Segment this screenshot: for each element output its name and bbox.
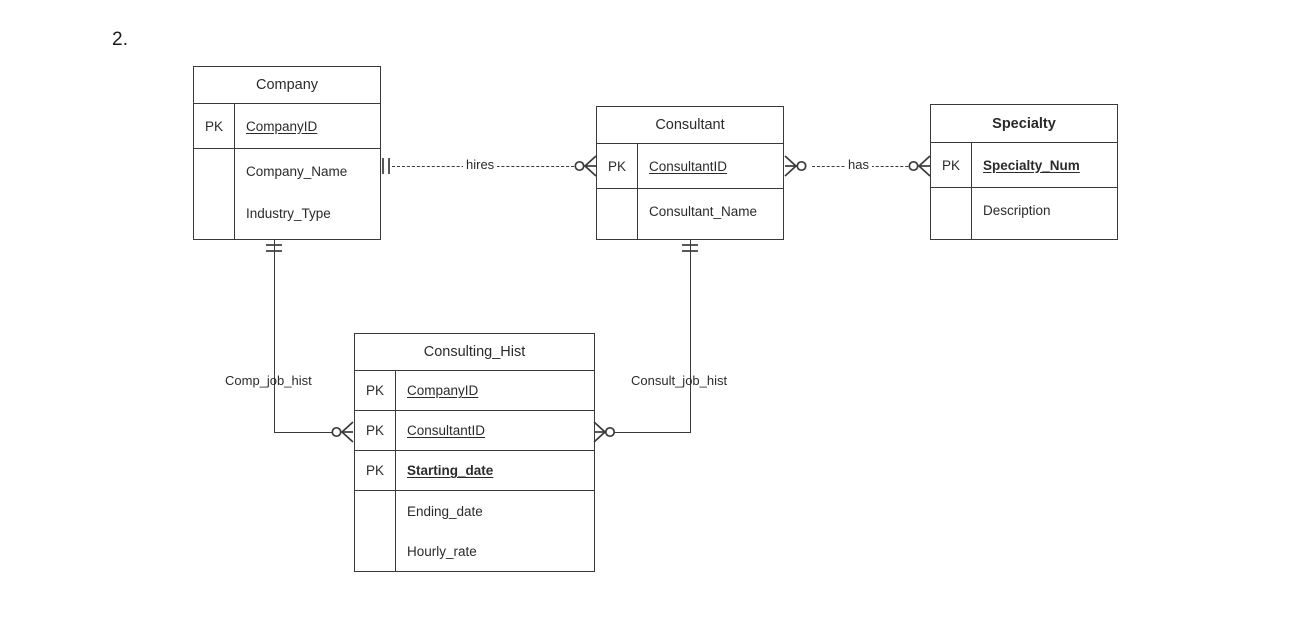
key-indicator: PK: [931, 143, 972, 187]
relationship-hires-label: hires: [463, 157, 498, 172]
cardinality-zero-or-many-icon: [574, 155, 597, 177]
relationship-has-label: has: [845, 157, 872, 172]
attribute-name: Starting_date: [407, 463, 494, 478]
cardinality-one-and-only-one-icon: [382, 158, 390, 174]
entity-company[interactable]: Company PK CompanyID Company_Name Indust…: [193, 66, 381, 240]
table-row[interactable]: PK Specialty_Num: [931, 143, 1117, 188]
table-row[interactable]: PK ConsultantID: [355, 411, 594, 451]
key-indicator: PK: [194, 104, 235, 148]
table-row[interactable]: PK CompanyID: [355, 371, 594, 411]
cardinality-one-and-only-one-icon: [682, 244, 698, 252]
key-indicator-blank: [194, 149, 235, 239]
attribute-name: Description: [983, 202, 1051, 218]
cardinality-zero-or-many-icon: [331, 421, 354, 443]
attribute-name: Company_Name: [246, 163, 348, 179]
cardinality-zero-or-many-icon: [908, 155, 931, 177]
relationship-comp-job-hist-label: Comp_job_hist: [225, 373, 312, 388]
relationship-consult-job-hist-vline: [690, 240, 691, 433]
entity-specialty-attribute-group: Description: [931, 188, 1117, 239]
key-indicator-blank: [931, 188, 972, 239]
relationship-consult-job-hist-hline: [607, 432, 691, 433]
relationship-comp-job-hist-vline: [274, 240, 275, 433]
entity-consultant-attribute-group: Consultant_Name: [597, 189, 783, 239]
entity-specialty[interactable]: Specialty PK Specialty_Num Description: [930, 104, 1118, 240]
entity-specialty-title: Specialty: [931, 105, 1117, 143]
key-indicator: PK: [355, 411, 396, 450]
attribute-name: Specialty_Num: [983, 157, 1080, 173]
cardinality-zero-or-many-icon: [593, 421, 616, 443]
relationship-comp-job-hist-hline: [274, 432, 337, 433]
entity-consulting-hist-attribute-group: Ending_date Hourly_rate: [355, 491, 594, 571]
entity-specialty-rows: PK Specialty_Num Description: [931, 143, 1117, 239]
entity-company-rows: PK CompanyID Company_Name Industry_Type: [194, 104, 380, 239]
attribute-name: CompanyID: [407, 383, 479, 398]
entity-company-title: Company: [194, 67, 380, 104]
attribute-name: Ending_date: [407, 503, 483, 519]
cardinality-one-and-only-one-icon: [266, 244, 282, 252]
attribute-name: ConsultantID: [649, 158, 728, 174]
key-indicator-blank: [597, 189, 638, 239]
key-indicator: PK: [355, 371, 396, 410]
entity-company-attribute-group: Company_Name Industry_Type: [194, 149, 380, 239]
entity-consultant[interactable]: Consultant PK ConsultantID Consultant_Na…: [596, 106, 784, 240]
entity-consulting-hist[interactable]: Consulting_Hist PK CompanyID PK Consulta…: [354, 333, 595, 572]
entity-consulting-hist-title: Consulting_Hist: [355, 334, 594, 371]
key-indicator: PK: [597, 144, 638, 188]
entity-consultant-title: Consultant: [597, 107, 783, 144]
key-indicator-blank: [355, 491, 396, 571]
question-number: 2.: [112, 29, 129, 50]
attribute-name: CompanyID: [246, 118, 318, 134]
attribute-name: Hourly_rate: [407, 543, 477, 559]
attribute-name: Industry_Type: [246, 205, 331, 221]
table-row[interactable]: PK Starting_date: [355, 451, 594, 491]
table-row[interactable]: PK ConsultantID: [597, 144, 783, 189]
key-indicator: PK: [355, 451, 396, 490]
attribute-name: Consultant_Name: [649, 203, 758, 219]
entity-consultant-rows: PK ConsultantID Consultant_Name: [597, 144, 783, 239]
entity-consulting-hist-rows: PK CompanyID PK ConsultantID PK Starting…: [355, 371, 594, 571]
relationship-consult-job-hist-label: Consult_job_hist: [631, 373, 728, 388]
attribute-name: ConsultantID: [407, 423, 486, 438]
cardinality-zero-or-many-icon: [784, 155, 807, 177]
table-row[interactable]: PK CompanyID: [194, 104, 380, 149]
